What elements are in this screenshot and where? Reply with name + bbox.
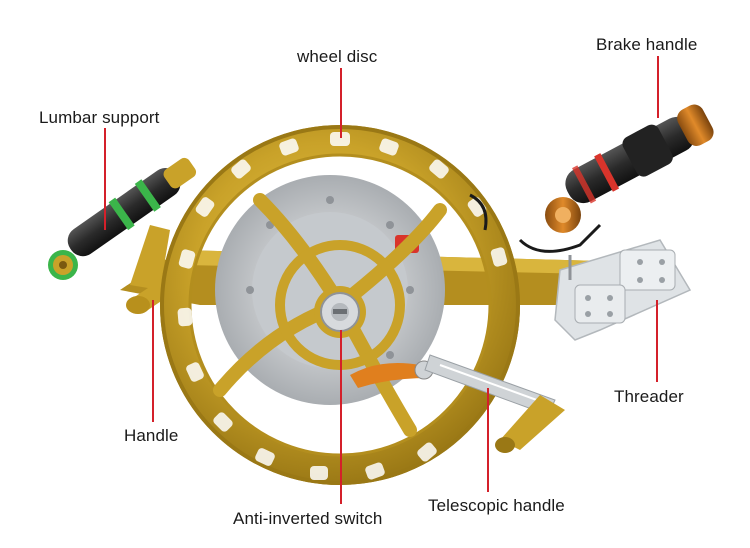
lumbar-support-grip	[48, 157, 197, 290]
threader-leader-line	[656, 300, 658, 382]
threader	[554, 239, 692, 341]
brake-handle-grip	[469, 104, 714, 253]
lumbar-support-leader-line	[104, 128, 106, 230]
center-hub	[314, 286, 366, 338]
wheel-disc-leader-line	[340, 68, 342, 138]
telescopic-handle-label: Telescopic handle	[428, 496, 565, 515]
anti-inverted-switch-leader-line	[340, 330, 342, 504]
threader-label: Threader	[614, 387, 684, 406]
brake-handle-label: Brake handle	[596, 35, 698, 54]
telescopic-handle-leader-line	[487, 388, 489, 492]
anti-inverted-switch-label: Anti-inverted switch	[233, 509, 383, 528]
handle-leader-line	[152, 300, 154, 422]
handle-label: Handle	[124, 426, 179, 445]
wheel-disc-label: wheel disc	[297, 47, 378, 66]
lumbar-support-label: Lumbar support	[39, 108, 160, 127]
brake-handle-leader-line	[657, 56, 659, 118]
telescopic-handle	[424, 354, 565, 453]
